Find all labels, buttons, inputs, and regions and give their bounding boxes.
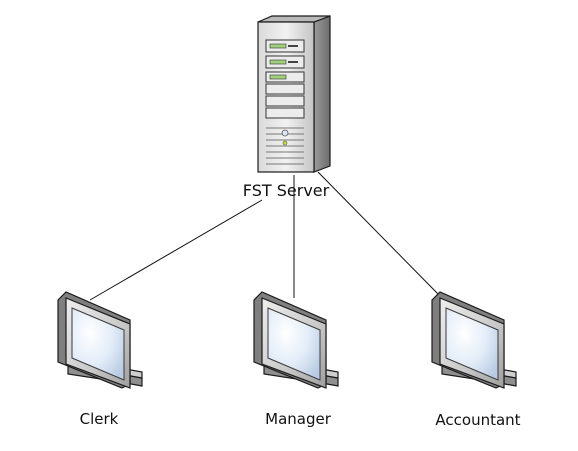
client-clerk[interactable]: [57, 291, 143, 389]
monitor-icon: [57, 291, 143, 389]
connector-server-accountant: [317, 171, 441, 297]
server-icon[interactable]: [257, 15, 331, 173]
client-label-accountant: Accountant: [435, 411, 520, 429]
server-label: FST Server: [243, 181, 330, 200]
client-label-manager: Manager: [265, 410, 332, 428]
client-manager[interactable]: [253, 291, 339, 389]
monitor-icon: [431, 291, 517, 389]
client-label-clerk: Clerk: [80, 410, 119, 428]
connectors: [89, 171, 441, 301]
client-accountant[interactable]: [431, 291, 517, 389]
monitor-icon: [253, 291, 339, 389]
connector-server-clerk: [89, 199, 263, 301]
